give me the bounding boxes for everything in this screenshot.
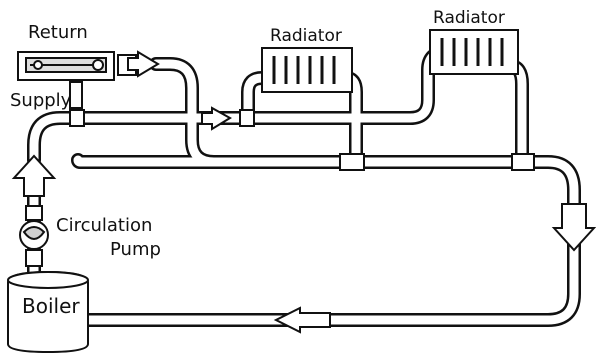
arrow-left-bottom [273,306,331,334]
return-label: Return [28,22,88,43]
arrow-up-left [11,154,57,197]
arrow-right-top [127,50,160,78]
return-supply-valve [17,51,137,109]
junction-3 [339,153,365,171]
boiler-label: Boiler [22,294,80,318]
circulation-pump-label-line1: Circulation [56,215,153,236]
radiator-left-label: Radiator [270,26,342,46]
junction-4 [511,153,535,171]
arrow-right-middle [201,106,232,131]
junction-2 [239,109,255,127]
radiator-right-label: Radiator [433,8,505,28]
radiator-right [429,29,519,75]
boiler [7,270,89,354]
junction-1 [69,109,85,127]
supply-label: Supply [10,90,72,111]
circulation-pump [19,205,49,267]
circulation-pump-label-line2: Pump [110,239,161,260]
arrow-down-right [551,203,596,252]
radiator-left [261,47,353,93]
